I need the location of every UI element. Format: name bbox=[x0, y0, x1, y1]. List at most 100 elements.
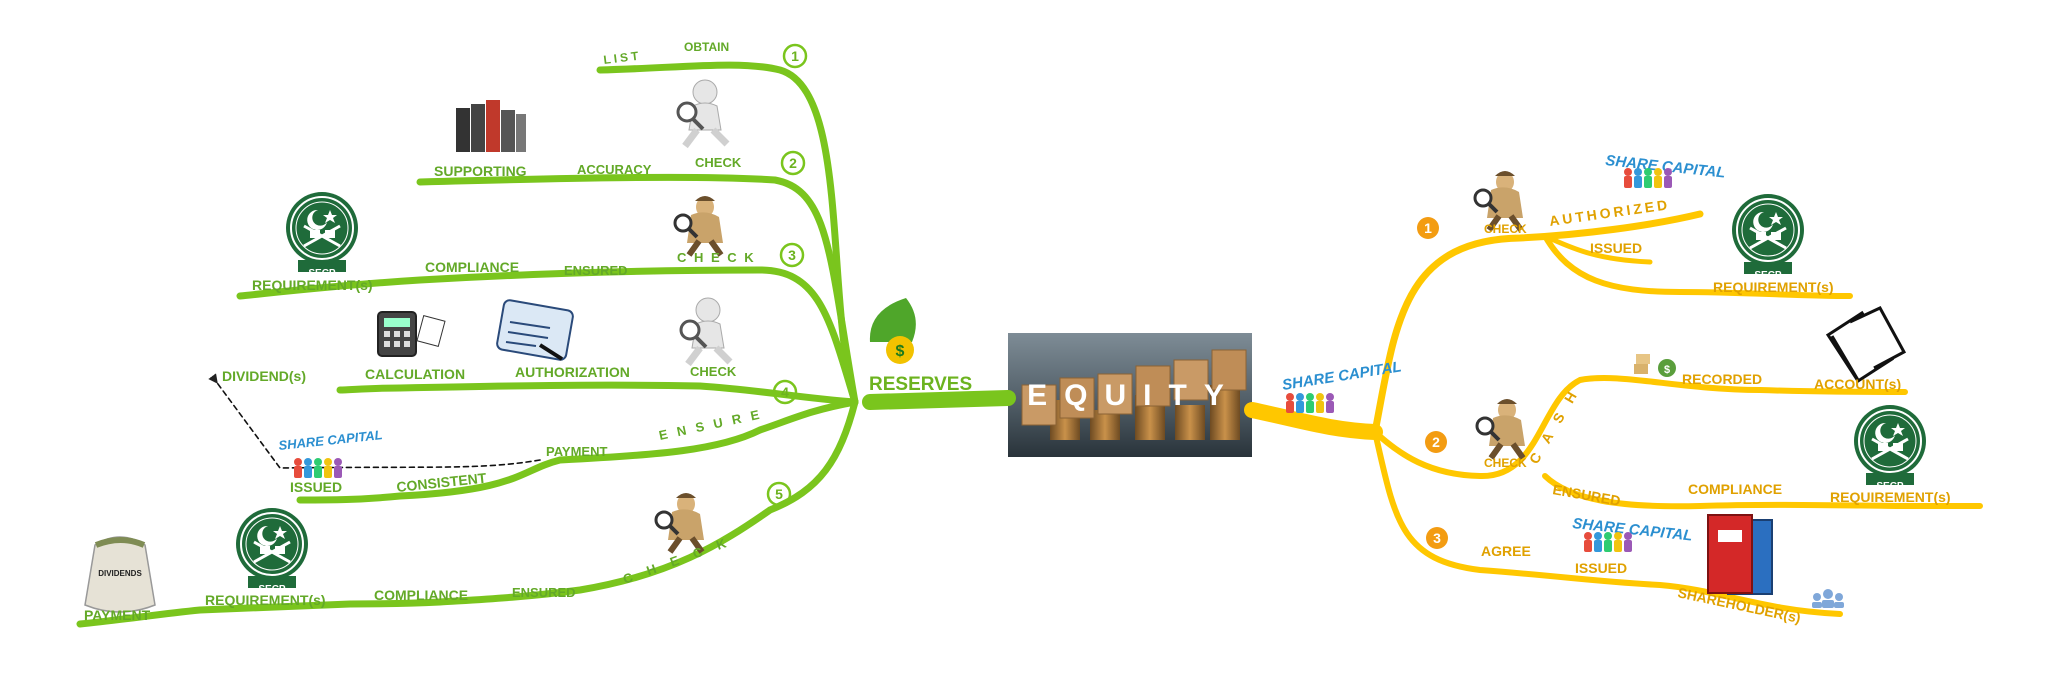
right-branch-2: 2 CHECK C A S H $ RECORDED ACCOUNT(s) EN… bbox=[1425, 306, 1951, 509]
equity-image: EQUITY bbox=[1008, 333, 1252, 457]
check-label-r1: CHECK bbox=[1484, 222, 1527, 236]
investigator-white-icon-2 bbox=[681, 298, 730, 364]
left-branch-3: 3 C H E C K ENSURED COMPLIANCE REQUIREME… bbox=[252, 190, 805, 293]
people-icon-r bbox=[1286, 393, 1334, 413]
requirements-label-r1: REQUIREMENT(s) bbox=[1713, 279, 1834, 295]
secp-seal-icon-2 bbox=[234, 506, 310, 590]
accuracy-label: ACCURACY bbox=[577, 162, 652, 177]
number-badge-r1 bbox=[1417, 217, 1439, 239]
svg-text:1: 1 bbox=[791, 48, 799, 64]
detective-icon-2 bbox=[656, 493, 704, 552]
number-badge-1 bbox=[782, 43, 808, 69]
people-icon-r3 bbox=[1584, 532, 1632, 552]
right-branch-1: 1 CHECK AUTHORIZED ISSUED SHARE CAPITAL … bbox=[1417, 152, 1834, 295]
number-badge-5 bbox=[766, 481, 792, 507]
accounts-label: ACCOUNT(s) bbox=[1814, 376, 1901, 392]
number-badge-3 bbox=[779, 242, 805, 268]
number-badge-2 bbox=[780, 150, 806, 176]
left-branch-2: 2 CHECK ACCURACY SUPPORTING bbox=[434, 80, 806, 179]
calculator-icon bbox=[377, 311, 446, 357]
issued-label-r3: ISSUED bbox=[1575, 560, 1627, 576]
svg-text:SECP: SECP bbox=[1876, 481, 1904, 492]
binders-icon bbox=[456, 100, 526, 152]
svg-text:SECP: SECP bbox=[1754, 270, 1782, 281]
svg-text:$: $ bbox=[896, 343, 905, 360]
people-icon-r1 bbox=[1624, 168, 1672, 188]
branch-4b-line bbox=[296, 398, 859, 504]
folders-icon bbox=[1707, 514, 1773, 595]
right-branch-3-line bbox=[1372, 429, 1843, 617]
branch-5-line bbox=[76, 398, 859, 628]
share-capital-trunk bbox=[1244, 402, 1383, 440]
svg-text:2: 2 bbox=[789, 155, 797, 171]
requirements-line-r1 bbox=[1542, 233, 1853, 299]
dividends-label: DIVIDEND(s) bbox=[222, 368, 306, 384]
list-label: LIST bbox=[603, 48, 642, 67]
detective-icon bbox=[675, 196, 723, 255]
svg-text:3: 3 bbox=[788, 247, 796, 263]
svg-text:SECP: SECP bbox=[308, 268, 336, 279]
reserves-trunk bbox=[862, 390, 1016, 410]
check-label-r2: CHECK bbox=[1484, 456, 1527, 470]
check-spaced-label: C H E C K bbox=[677, 250, 756, 265]
requirements-label-r2: REQUIREMENT(s) bbox=[1830, 489, 1951, 505]
ensured-label-5: ENSURED bbox=[512, 585, 576, 600]
left-branch-5: 5 C H E C K ENSURED COMPLIANCE REQUIREME… bbox=[84, 481, 792, 623]
secp-seal-icon bbox=[284, 190, 360, 274]
check-label: CHECK bbox=[695, 155, 742, 170]
document-signing-icon bbox=[496, 299, 574, 361]
number-badge-r2 bbox=[1425, 431, 1447, 453]
reserves-label: RESERVES bbox=[869, 374, 972, 395]
svg-text:2: 2 bbox=[1432, 434, 1440, 450]
left-branch-1: 1 OBTAIN LIST bbox=[603, 40, 808, 69]
money-icon: $ bbox=[1634, 354, 1676, 377]
branch-4-line bbox=[336, 381, 859, 406]
cash-label: C A S H bbox=[1526, 385, 1583, 467]
svg-text:3: 3 bbox=[1433, 530, 1441, 546]
payment-label: PAYMENT bbox=[546, 444, 607, 459]
ensured-label: ENSURED bbox=[564, 263, 628, 278]
dividends-bag-label: DIVIDENDS bbox=[98, 569, 142, 578]
left-branch-4: 4 CHECK AUTHORIZATION CALCULATION DIVIDE… bbox=[222, 298, 798, 495]
compliance-label-r2: COMPLIANCE bbox=[1688, 481, 1782, 497]
svg-text:5: 5 bbox=[775, 486, 783, 502]
payment-label-5: PAYMENT bbox=[84, 607, 151, 623]
agree-label: AGREE bbox=[1481, 543, 1531, 559]
money-bag-icon: DIVIDENDS bbox=[84, 536, 156, 613]
authorization-label: AUTHORIZATION bbox=[515, 364, 630, 380]
issued-label: ISSUED bbox=[290, 479, 342, 495]
requirements-label-5: REQUIREMENT(s) bbox=[205, 592, 326, 608]
recorded-label: RECORDED bbox=[1682, 371, 1762, 387]
issued-line bbox=[1542, 233, 1653, 265]
issued-label-r1: ISSUED bbox=[1590, 240, 1642, 256]
share-capital-label: SHARE CAPITAL bbox=[278, 427, 384, 453]
dividend-dashed-arrow bbox=[208, 373, 541, 469]
requirements-label: REQUIREMENT(s) bbox=[252, 277, 373, 293]
secp-seal-icon-r2 bbox=[1852, 403, 1928, 487]
svg-text:4: 4 bbox=[781, 384, 789, 400]
right-branch-1-line bbox=[1371, 210, 1704, 436]
branch-2-line bbox=[416, 173, 859, 406]
secp-seal-icon-r1 bbox=[1730, 192, 1806, 276]
svg-text:1: 1 bbox=[1424, 220, 1432, 236]
svg-text:SECP: SECP bbox=[258, 584, 286, 595]
equity-blocks bbox=[1021, 349, 1247, 426]
investigator-white-icon bbox=[678, 80, 727, 146]
user-group-icon bbox=[1812, 589, 1844, 608]
right-branch-2-line bbox=[1372, 375, 1908, 480]
check-label-4: CHECK bbox=[690, 364, 737, 379]
supporting-label: SUPPORTING bbox=[434, 163, 527, 179]
branch-1-line bbox=[596, 61, 859, 406]
compliance-label-5: COMPLIANCE bbox=[374, 587, 468, 603]
equity-text: EQUITY bbox=[1027, 379, 1241, 412]
obtain-label: OBTAIN bbox=[684, 40, 729, 54]
branch-3-line bbox=[236, 266, 859, 406]
calculation-label: CALCULATION bbox=[365, 366, 465, 382]
compliance-label: COMPLIANCE bbox=[425, 259, 519, 275]
detective-icon-r2 bbox=[1477, 399, 1525, 458]
left-branches bbox=[76, 61, 1016, 628]
number-badge-4 bbox=[772, 379, 798, 405]
ensured-line bbox=[1542, 473, 1983, 510]
